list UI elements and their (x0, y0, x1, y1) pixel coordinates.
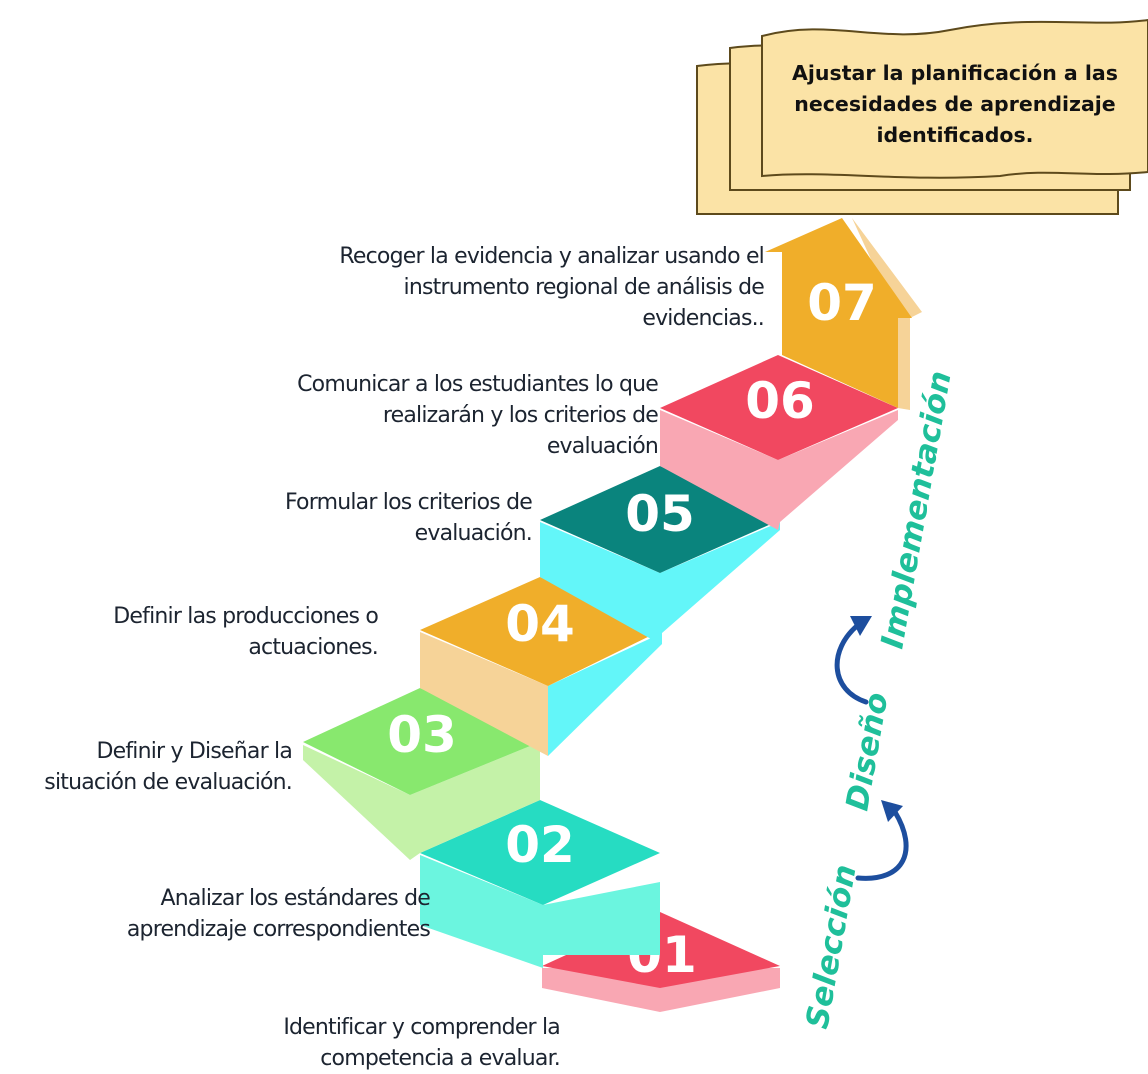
step-07-arrow: 07 (765, 218, 922, 410)
step-05-number: 05 (625, 485, 695, 543)
curved-arrow-upper-head (850, 616, 872, 636)
step-06-label: Comunicar a los estudiantes lo que reali… (297, 372, 659, 459)
step-03-left (303, 745, 410, 860)
step-03-label: Definir y Diseñar la situación de evalua… (44, 739, 293, 795)
curved-arrow-icon (855, 800, 909, 881)
step-06-front (778, 410, 898, 530)
curved-arrow-icon (834, 616, 872, 705)
step-02-number: 02 (505, 816, 575, 874)
step-06-number: 06 (745, 372, 815, 430)
step-06: 06 (660, 355, 898, 530)
step-02: 02 (420, 800, 660, 968)
step-07-arrow-side (852, 218, 922, 410)
step-02-front (543, 882, 660, 955)
scroll-sheet-front (761, 18, 1148, 179)
goal-scroll (696, 18, 1148, 215)
step-01-label: Identificar y comprender la competencia … (283, 1015, 560, 1071)
step-07-label: Recoger la evidencia y analizar usando e… (339, 244, 764, 331)
step-04-number: 04 (505, 595, 575, 653)
step-01-top (542, 912, 780, 988)
step-05-left (540, 522, 660, 644)
step-05-front (660, 522, 780, 644)
step-05: 05 (540, 466, 780, 644)
curved-arrow-lower-head (881, 800, 903, 822)
step-04-left (420, 632, 548, 756)
step-02-label: Analizar los estándares de aprendizaje c… (126, 886, 431, 942)
curved-arrow-lower-path (855, 809, 909, 881)
step-07-number: 07 (807, 274, 877, 332)
step-05-top (540, 466, 780, 573)
step-04: 04 (420, 577, 662, 756)
phase-diseno: Diseño (839, 690, 895, 814)
step-03: 03 (303, 688, 540, 860)
step-03-number: 03 (387, 706, 457, 764)
step-06-top (660, 355, 898, 460)
step-03-top (303, 688, 540, 795)
step-01-side (542, 968, 780, 1012)
step-02-top (420, 800, 660, 905)
step-06-left (660, 410, 778, 530)
step-07-arrow-body (765, 218, 912, 408)
phase-seleccion: Selección (799, 862, 863, 1031)
step-04-front (548, 633, 662, 756)
step-02-left (420, 855, 543, 968)
step-05-label: Formular los criterios de evaluación. (284, 490, 533, 546)
goal-text: Ajustar la planificación a las necesidad… (792, 61, 1118, 147)
step-03-front (410, 742, 540, 860)
curved-arrow-upper-path (834, 622, 869, 705)
step-04-label: Definir las producciones o actuaciones. (113, 604, 379, 660)
